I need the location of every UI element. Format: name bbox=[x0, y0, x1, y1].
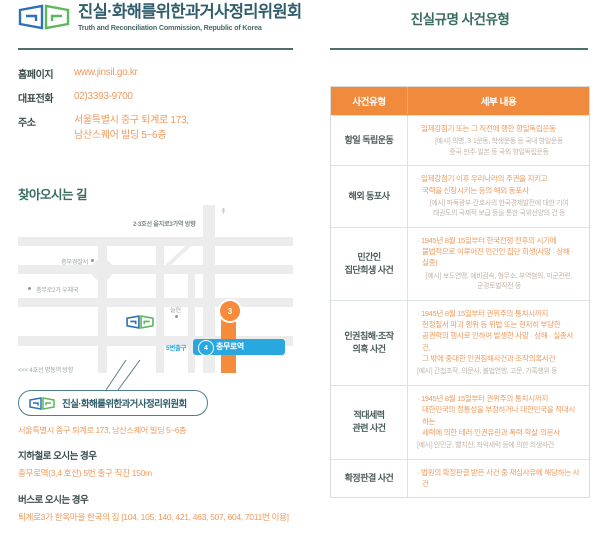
map-label-post-office: 충무로2가 우체국 bbox=[36, 287, 79, 294]
map-label-west: <<< 4호선 명동역 방향 bbox=[18, 367, 74, 373]
contact-info: 홈페이지 www.jinsil.go.kr 대표전화 02)3393-9700 주소 서울… bbox=[18, 66, 298, 152]
case-detail-cell: · 법원의 확정판결 받은 사건 중 재심사유에 해당하는 사건 bbox=[407, 458, 589, 497]
map-road-h3 bbox=[18, 298, 293, 307]
page-title: 진실규명 사건유형 bbox=[410, 12, 510, 27]
map-junction bbox=[91, 259, 113, 281]
transit-heading: 지하철로 오시는 경우 bbox=[18, 451, 97, 462]
map-station-name: 충무로역 bbox=[216, 342, 244, 351]
section-title-directions: 찾아오시는 길 bbox=[18, 188, 87, 202]
brand-logo: 진실·화해를위한과거사정리위원회 Truth and Reconciliatio… bbox=[18, 4, 302, 31]
map-marker-post-office bbox=[28, 287, 32, 291]
map-road-h2 bbox=[18, 265, 293, 274]
tarc-emblem-icon bbox=[126, 315, 154, 329]
contact-label: 주소 bbox=[18, 118, 36, 129]
map-label-landmark: 늘헌 bbox=[170, 307, 181, 314]
tarc-emblem-icon bbox=[29, 396, 55, 410]
contact-value: 서울특별시 중구 퇴계로 173,남산스퀘어 빌딩 5~6층 bbox=[74, 115, 189, 141]
callout-label: 진실·화해를위한과거사정리위원회 bbox=[62, 399, 187, 410]
divider-right bbox=[330, 48, 588, 50]
map-marker-police bbox=[91, 258, 95, 262]
transit-detail: 충무로역(3,4 호선) 5번 출구 직진 150m bbox=[18, 468, 152, 478]
case-type-cell: 확정판결 사건 bbox=[331, 458, 408, 497]
map-road-v3 bbox=[188, 265, 195, 373]
transit-heading: 버스로 오시는 경우 bbox=[18, 495, 89, 506]
north-arrow-icon: ↟ bbox=[220, 207, 227, 216]
table-column-header: 세부 내용 bbox=[407, 87, 589, 116]
contact-value: 02)3393-9700 bbox=[74, 91, 133, 102]
brand-name-en: Truth and Reconciliation Commission, Rep… bbox=[78, 22, 262, 32]
map-label-north: 2·3호선 을지로3가역 방향 bbox=[133, 221, 196, 228]
contact-label: 대표전화 bbox=[18, 94, 54, 105]
case-detail-main: · 일제강점기 또는 그 직전에 행한 항일독립운동 bbox=[417, 124, 556, 133]
map-label-police: 중부경찰서 bbox=[61, 259, 88, 266]
map-line3-badge: 3 bbox=[218, 299, 242, 323]
contact-label: 홈페이지 bbox=[18, 70, 54, 81]
table-column-header: 사건유형 bbox=[331, 87, 408, 116]
table-body: 항일 독립운동 · 일제강점기 또는 그 직전에 행한 항일독립운동 [예시] 의병… bbox=[331, 114, 589, 497]
contact-row: 주소 서울특별시 중구 퇴계로 173,남산스퀘어 빌딩 5~6층 bbox=[18, 114, 298, 143]
page-header: 진실·화해를위한과거사정리위원회 Truth and Reconciliatio… bbox=[0, 0, 600, 52]
contact-row: 홈페이지 www.jinsil.go.kr bbox=[18, 66, 298, 81]
map-road-h1 bbox=[18, 237, 293, 246]
map-marker-landmark bbox=[175, 315, 179, 319]
map-exit-label: 5번출구 bbox=[166, 345, 187, 352]
case-detail-cell: · 일제강점기 또는 그 직전에 행한 항일독립운동 [예시] 의병, 3·1운동… bbox=[407, 114, 589, 166]
callout-address: 서울특별시 중구 퇴계로 173, 남산스퀘어 빌딩 5~6층 bbox=[18, 426, 187, 435]
map-line4-badge: 4 bbox=[198, 340, 214, 356]
contact-row: 대표전화 02)3393-9700 bbox=[18, 90, 298, 105]
map-road-v1 bbox=[98, 237, 107, 373]
case-detail-example: [예시] 간첩조작, 의문사, 불법연행, 고문, 가혹행위 등 bbox=[417, 368, 558, 376]
case-detail-main: · 법원의 확정판결 받은 사건 중 재심사유에 해당하는 사건 bbox=[417, 467, 580, 489]
case-type-cell: 항일 독립운동 bbox=[331, 114, 408, 166]
contact-value[interactable]: www.jinsil.go.kr bbox=[74, 67, 138, 78]
office-callout: 진실·화해를위한과거사정리위원회 bbox=[18, 390, 208, 416]
case-detail-example: [예시] 인민군, 빨치산, 좌익세력 등에 의한 희생사건 bbox=[417, 442, 554, 450]
tarc-emblem-icon bbox=[18, 4, 70, 30]
map-station-pill bbox=[193, 339, 285, 355]
divider-left bbox=[18, 48, 293, 50]
map-road-h4 bbox=[18, 336, 293, 346]
table-row: 확정판결 사건 · 법원의 확정판결 받은 사건 중 재심사유에 해당하는 사건 bbox=[331, 458, 589, 497]
location-map: ↟ 2·3호선 을지로3가역 방향 중부경찰서 충무로2가 우체국 늘헌 3 4… bbox=[18, 205, 293, 373]
callout-leader-lines bbox=[105, 360, 141, 391]
transit-detail: 퇴계로3가 한옥마을 한국의 집 [104, 105, 140, 421, 46… bbox=[18, 512, 289, 522]
case-detail-example: [예시] 보도연맹, 예비검속, 형무소, 부역혐의, 미군관련,군경토벌작전 … bbox=[425, 272, 573, 291]
map-road-v4 bbox=[203, 205, 215, 373]
table-row: 항일 독립운동 · 일제강점기 또는 그 직전에 행한 항일독립운동 [예시] 의병… bbox=[331, 114, 589, 166]
case-type-cell: 해외 동포사 bbox=[331, 165, 408, 228]
brand-name-kr: 진실·화해를위한과거사정리위원회 bbox=[78, 3, 302, 21]
map-road-v2 bbox=[156, 237, 164, 373]
